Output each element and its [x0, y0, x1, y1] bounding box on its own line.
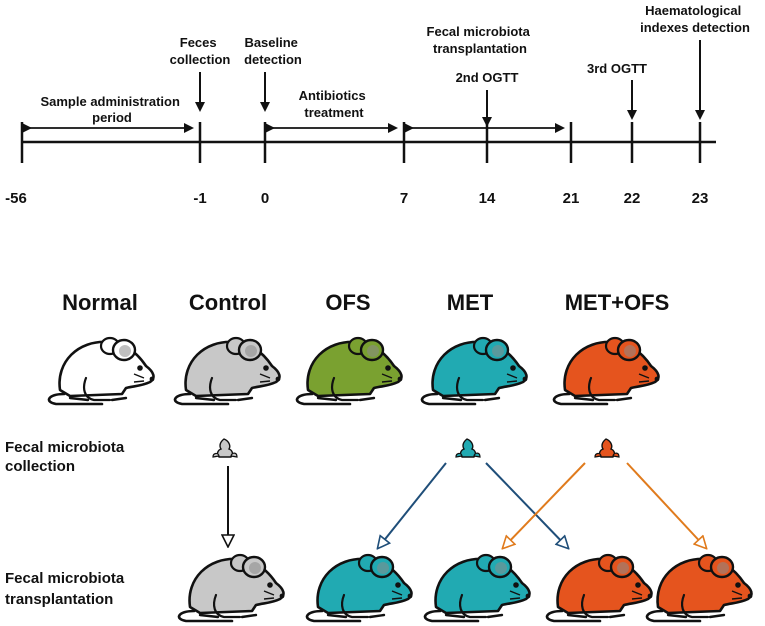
ogtt2-label: 2nd OGTT: [456, 70, 519, 85]
transfer-arrow-metofs-to-ofs: [503, 462, 586, 548]
group-control-label: Control: [189, 290, 267, 315]
tick-label: 23: [692, 190, 709, 207]
recipient-control-icon: [177, 553, 286, 623]
mice-row-groups: [47, 336, 661, 406]
tick-label: 0: [261, 190, 269, 207]
tick-label: 21: [563, 190, 580, 207]
fmt-label: Fecal microbiota transplantation: [427, 24, 534, 56]
group-metofs-label: MET+OFS: [565, 290, 670, 315]
mice-row-recipients: [177, 553, 754, 623]
feces-met-icon: [455, 438, 481, 458]
tick-label: 7: [400, 190, 408, 207]
group-met-label: MET: [447, 290, 494, 315]
antibiotics-label: Antibiotics treatment: [299, 88, 370, 120]
ogtt3-label: 3rd OGTT: [587, 61, 647, 76]
feces-metofs-icon: [594, 438, 620, 458]
transfer-arrow-met-to-met: [485, 462, 568, 548]
mouse-normal-icon: [47, 336, 156, 406]
tick-label: 22: [624, 190, 641, 207]
tick-label: -1: [193, 190, 206, 207]
feces-collection-label: Feces collection: [170, 35, 231, 67]
group-normal-label: Normal: [62, 290, 138, 315]
mouse-ofs-icon: [295, 336, 404, 406]
recipient-metofs-icon: [645, 553, 754, 623]
baseline-label: Baseline detection: [244, 35, 302, 67]
mouse-met-icon: [420, 336, 529, 406]
row-label-collection: Fecal microbiota collection: [5, 439, 128, 475]
tick-label: 14: [479, 190, 496, 207]
haem-label: Haematological indexes detection: [640, 3, 750, 35]
row-label-transplantation: Fecal microbiota transplantation: [5, 570, 128, 608]
transfer-arrow-met-to-ofs: [378, 462, 447, 548]
tick-label: -56: [5, 190, 27, 207]
group-headers: Normal Control OFS MET MET+OFS: [62, 290, 669, 315]
mouse-control-icon: [173, 336, 282, 406]
group-ofs-label: OFS: [325, 290, 370, 315]
mouse-metofs-icon: [552, 336, 661, 406]
timeline: Sample administration period Feces colle…: [5, 3, 750, 207]
recipient-metofs-icon: [545, 553, 654, 623]
transfer-arrow-metofs-to-metofs: [626, 462, 706, 548]
sample-admin-label: Sample administration period: [40, 94, 183, 125]
recipient-met-icon: [423, 553, 532, 623]
feces-control-icon: [212, 438, 238, 458]
recipient-met-icon: [305, 553, 414, 623]
